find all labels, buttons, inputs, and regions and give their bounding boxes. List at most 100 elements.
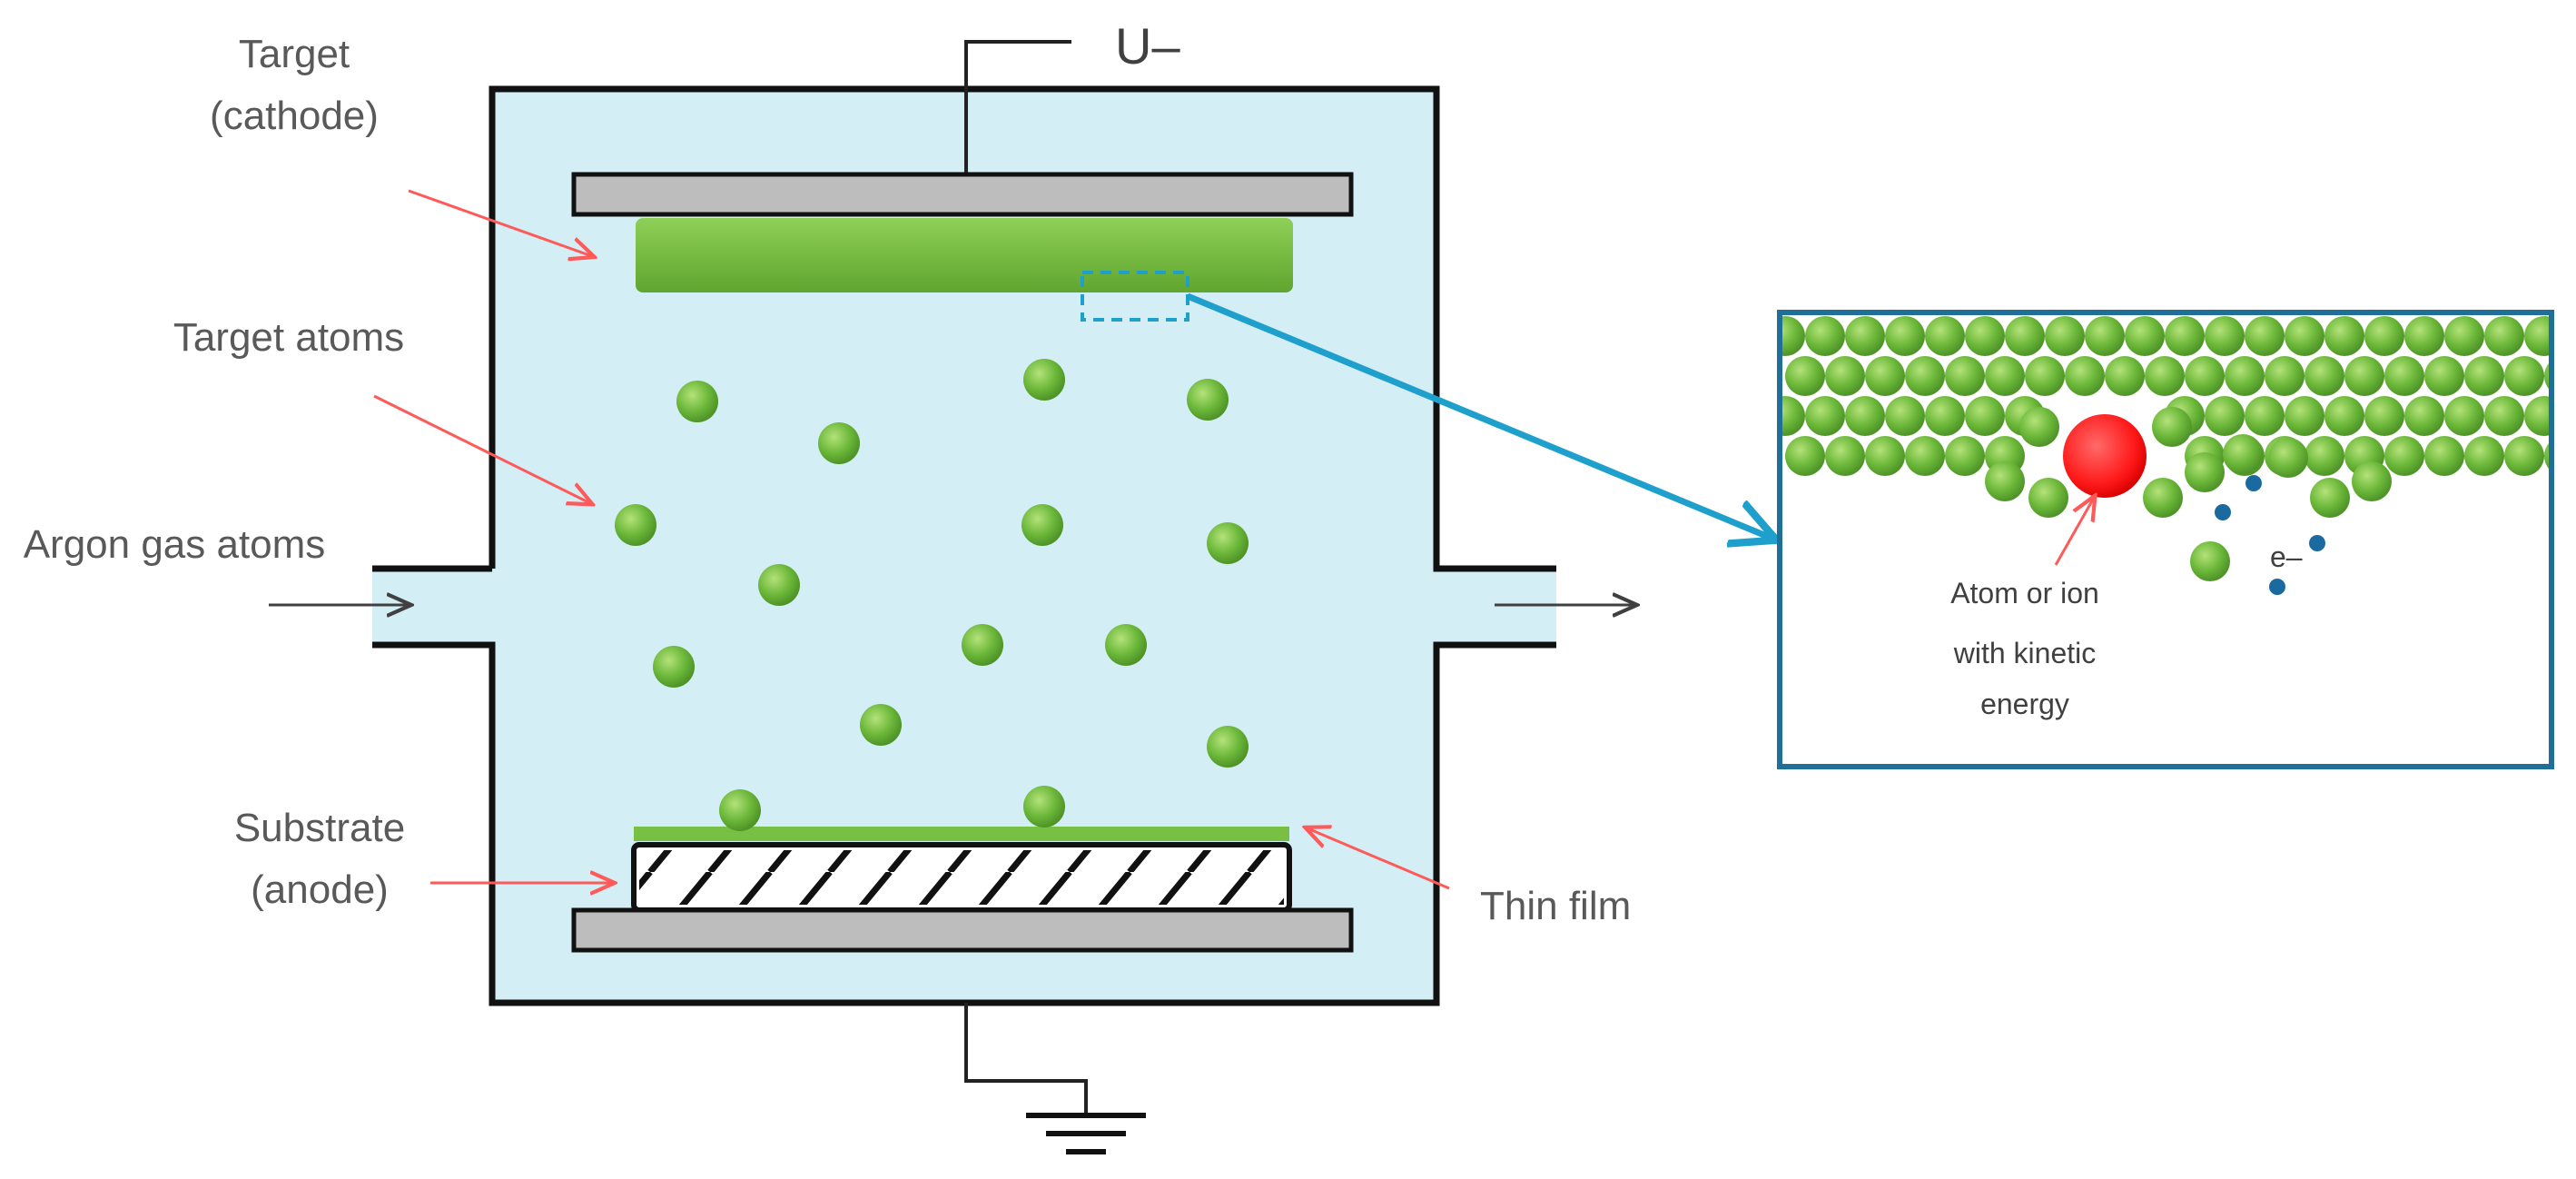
lattice-atom: [2152, 407, 2192, 447]
electron-particle: [2215, 504, 2231, 520]
ion-label-line3: energy: [1980, 688, 2069, 720]
lattice-atom: [1905, 356, 1945, 396]
lattice-atom: [2085, 316, 2125, 356]
target-atoms-label: Target atoms: [173, 315, 404, 360]
lattice-atom: [2444, 316, 2484, 356]
voltage-label: U–: [1115, 17, 1180, 74]
target-atom: [1023, 786, 1065, 827]
lattice-atom: [2005, 316, 2045, 356]
lattice-atom: [2019, 407, 2059, 447]
lattice-atom: [1782, 316, 1805, 356]
lattice-atom: [2205, 396, 2245, 436]
lattice-atom: [1965, 316, 2005, 356]
cathode-plate: [571, 172, 1354, 217]
thin-film-label: Thin film: [1480, 884, 1631, 928]
atoms-pointer-arrow: [373, 394, 590, 503]
lattice-atom: [2045, 316, 2085, 356]
target-atom: [615, 504, 656, 546]
target-atom: [719, 789, 761, 831]
lattice-atom: [2484, 316, 2524, 356]
lattice-atom: [2404, 316, 2444, 356]
target-lattice: [1782, 316, 2549, 518]
target-atom: [1187, 379, 1229, 421]
lattice-atom: [2143, 478, 2183, 518]
lattice-atom: [2065, 356, 2105, 396]
lattice-atom: [1825, 356, 1865, 396]
target-atom: [860, 704, 902, 746]
argon-gas-label: Argon gas atoms: [24, 522, 326, 567]
target-atom: [758, 564, 800, 606]
lattice-atom: [1845, 316, 1885, 356]
lattice-atom: [2524, 316, 2549, 356]
ion-label-line2: with kinetic: [1953, 637, 2097, 669]
lattice-atom: [2185, 452, 2225, 492]
target-atom: [962, 624, 1003, 666]
lattice-atom: [2125, 316, 2165, 356]
ion-label-line1: Atom or ion: [1950, 577, 2099, 609]
zoom-inset: Atom or ion with kinetic energy e–: [1777, 310, 2554, 769]
lattice-atom: [2464, 356, 2504, 396]
lattice-atom: [1825, 436, 1865, 476]
lattice-atom: [2364, 396, 2404, 436]
ejected-atom: [2190, 541, 2230, 581]
lattice-atom: [2305, 356, 2344, 396]
lattice-atom: [1865, 436, 1905, 476]
lattice-atom: [1885, 316, 1925, 356]
lattice-atom: [2105, 356, 2145, 396]
lattice-atom: [2305, 436, 2344, 476]
electron-label: e–: [2270, 540, 2303, 573]
lattice-atom: [1965, 396, 2005, 436]
lattice-atom: [1985, 356, 2025, 396]
substrate-label-line1: Substrate: [234, 806, 405, 850]
lattice-atom: [1945, 436, 1985, 476]
lattice-atom: [2205, 316, 2245, 356]
gas-inlet-port: [372, 569, 496, 645]
target-atom: [1207, 726, 1249, 768]
lattice-atom: [2225, 356, 2265, 396]
electrons: [2215, 475, 2325, 595]
target-material: [636, 218, 1293, 292]
target-atom: [1023, 359, 1065, 401]
incident-ion: [2063, 414, 2147, 498]
target-label-line2: (cathode): [210, 94, 379, 138]
lattice-atom: [1805, 396, 1845, 436]
target-pointer-arrow: [408, 189, 592, 256]
target-atom: [676, 381, 718, 422]
lattice-atom: [2464, 436, 2504, 476]
lattice-atom: [1845, 396, 1885, 436]
zoom-arrow: [1186, 292, 1771, 538]
lattice-atom: [2285, 396, 2324, 436]
lattice-atom: [2352, 461, 2392, 501]
lattice-atom: [2268, 438, 2308, 478]
lattice-atom: [2245, 396, 2285, 436]
thin-film: [634, 827, 1289, 841]
lattice-atom: [2544, 443, 2549, 469]
lattice-atom: [2310, 478, 2350, 518]
lattice-atom: [2145, 356, 2185, 396]
lattice-atom: [2544, 363, 2549, 389]
lattice-atom: [1805, 316, 1845, 356]
electron-particle: [2309, 535, 2325, 551]
lattice-atom: [1865, 356, 1905, 396]
target-atom: [818, 422, 860, 464]
anode-plate: [571, 907, 1354, 953]
lattice-atom: [1785, 356, 1825, 396]
lattice-atom: [2384, 436, 2424, 476]
lattice-atom: [2484, 396, 2524, 436]
lattice-atom: [2384, 356, 2424, 396]
lattice-atom: [2285, 316, 2324, 356]
lattice-atom: [2504, 436, 2544, 476]
lattice-atom: [2524, 396, 2549, 436]
lattice-atom: [2324, 316, 2364, 356]
lattice-atom: [1785, 436, 1825, 476]
inset-frame: [1777, 310, 2554, 769]
substrate-label-line2: (anode): [251, 867, 389, 912]
substrate-hatching: [639, 850, 1284, 905]
lattice-atom: [2424, 356, 2464, 396]
target-atom: [1105, 624, 1147, 666]
ground-symbol-icon: [964, 1003, 1146, 1154]
target-label-line1: Target: [239, 32, 350, 76]
cathode-wire: [964, 40, 1071, 174]
gas-outlet-port: [1433, 569, 1556, 645]
